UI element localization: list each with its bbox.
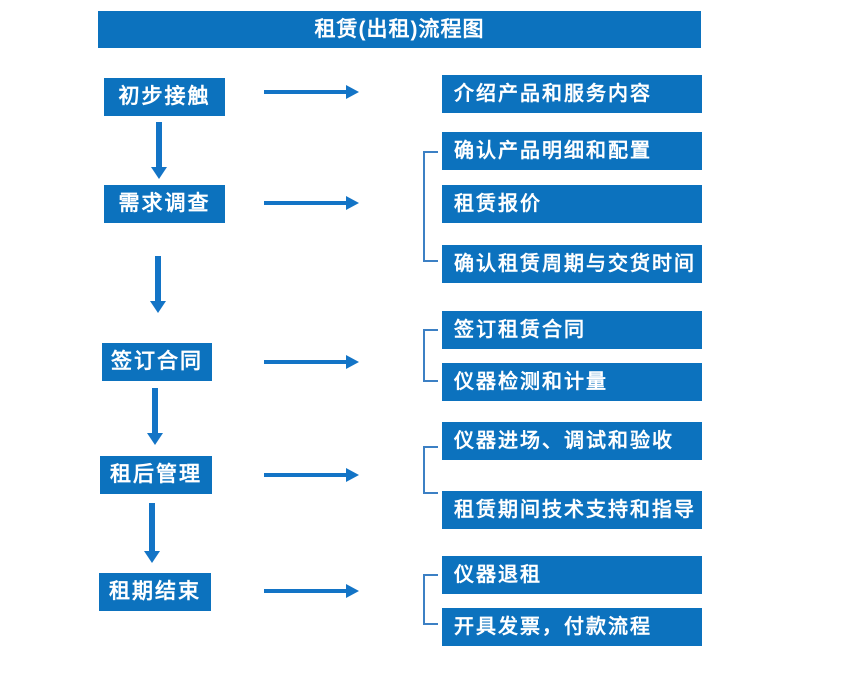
bracket-sign-contract-group [423,329,438,382]
step-box-post-rental-management: 租后管理 [100,456,212,494]
detail-box-rental-quote: 租赁报价 [442,185,702,223]
down-arrow-4 [144,503,160,563]
right-arrow-3 [264,355,359,369]
step-box-sign-contract: 签订合同 [102,343,212,381]
down-arrow-2 [150,256,166,313]
right-arrow-5 [264,584,359,598]
detail-box-instrument-inspection: 仪器检测和计量 [442,363,702,401]
bracket-demand-survey-group [423,151,438,262]
detail-box-intro-products: 介绍产品和服务内容 [442,75,702,113]
right-arrow-1 [264,85,359,99]
detail-box-invoice-payment: 开具发票，付款流程 [442,608,702,646]
step-box-rental-end: 租期结束 [99,573,211,611]
detail-box-confirm-period: 确认租赁周期与交货时间 [442,245,702,283]
detail-box-sign-rental-contract: 签订租赁合同 [442,311,702,349]
bracket-rental-end-group [423,574,438,625]
detail-box-instrument-setup: 仪器进场、调试和验收 [442,422,702,460]
step-box-initial-contact: 初步接触 [104,78,225,116]
step-box-demand-survey: 需求调查 [104,185,225,223]
detail-box-tech-support: 租赁期间技术支持和指导 [442,491,702,529]
detail-box-confirm-product-config: 确认产品明细和配置 [442,132,702,170]
down-arrow-1 [151,122,167,179]
flowchart-title: 租赁(出租)流程图 [98,11,701,48]
detail-box-instrument-return: 仪器退租 [442,556,702,594]
right-arrow-4 [264,468,359,482]
down-arrow-3 [147,388,163,445]
right-arrow-2 [264,196,359,210]
bracket-post-rental-group [423,446,438,494]
